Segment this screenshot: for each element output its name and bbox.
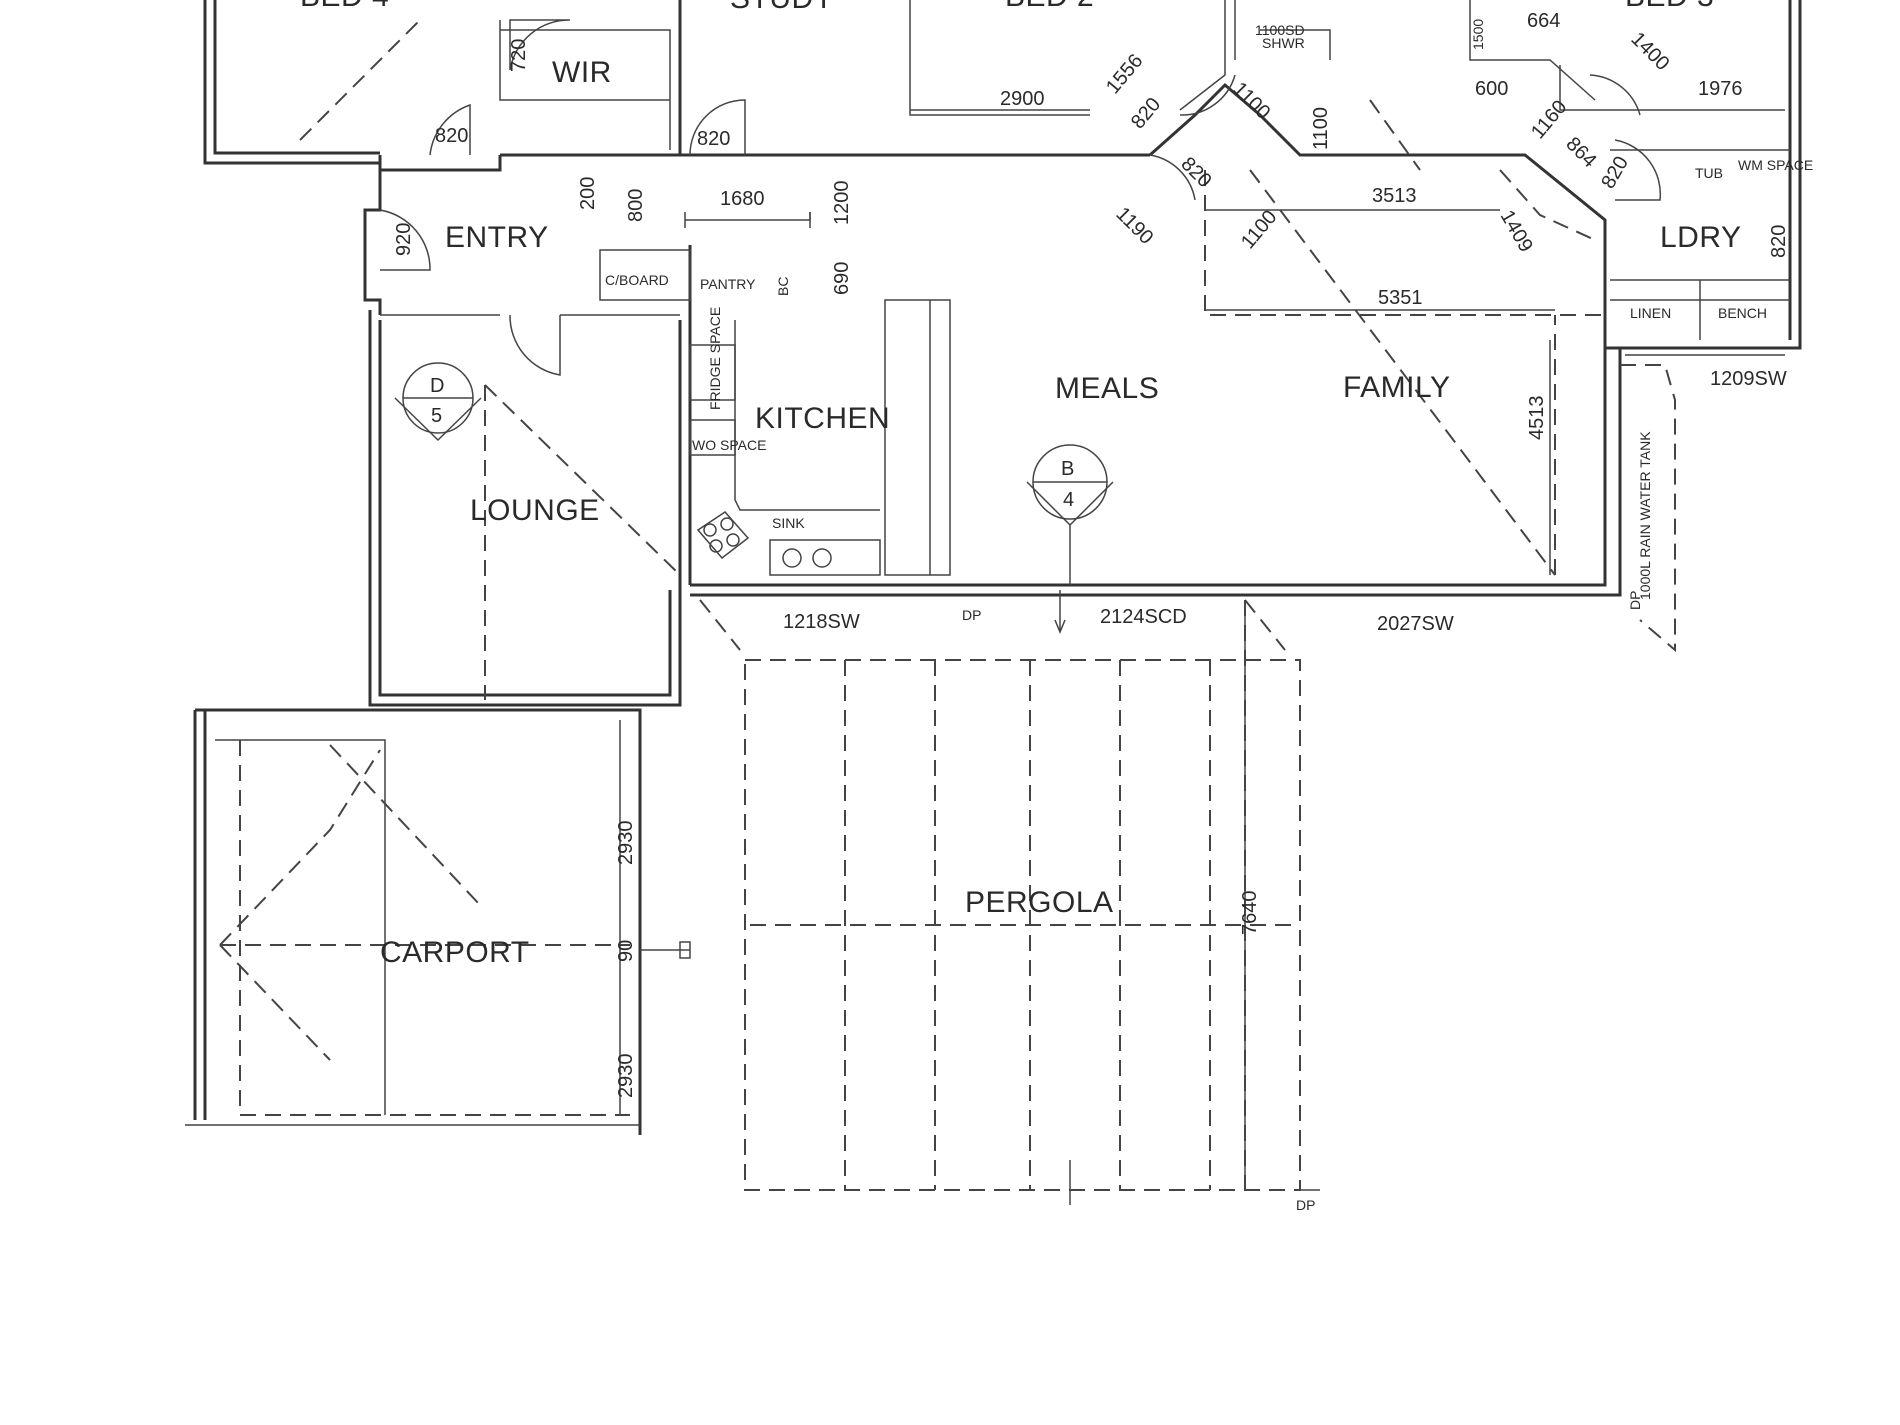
dim-920: 920 [393, 223, 415, 256]
room-label-study: STUDY [730, 0, 834, 15]
room-label-bed2: BED 2 [1005, 0, 1094, 13]
pergola [744, 590, 1320, 1205]
dimension-lines [619, 109, 1785, 1190]
room-label-pantry: PANTRY [700, 276, 756, 292]
room-label-tub: TUB [1695, 165, 1723, 181]
marker-d-letter: D [430, 375, 444, 397]
room-label-wm: WM SPACE [1738, 157, 1813, 173]
dim-720: 720 [508, 39, 530, 72]
section-marker-b [1026, 444, 1114, 585]
dim-820-bed4: 820 [435, 125, 468, 147]
dim-1190: 1190 [1111, 203, 1157, 249]
dim-800: 800 [625, 189, 647, 222]
room-label-ldry: LDRY [1660, 221, 1741, 254]
marker-d-number: 5 [431, 405, 442, 427]
dim-1100-c: 1100 [1237, 206, 1282, 253]
dim-820-hall: 820 [1176, 153, 1215, 192]
bedroom-wing-walls [499, 0, 1790, 340]
room-label-bed4: BED 4 [300, 0, 389, 13]
dim-664: 664 [1527, 10, 1560, 32]
door-swings [379, 19, 1662, 376]
dim-820-diag: 820 [1127, 94, 1165, 134]
exterior-walls [203, 0, 1802, 707]
dim-1556: 1556 [1102, 50, 1147, 98]
dim-2930-top: 2930 [615, 821, 637, 866]
dim-1680: 1680 [720, 188, 765, 210]
marker-labels: D 5 B 4 [430, 375, 1074, 511]
room-label-linen: LINEN [1630, 305, 1671, 321]
dim-1976: 1976 [1698, 78, 1743, 100]
room-labels: BED 4 STUDY BED 2 BED 3 WIR SHWR ENTRY C… [300, 0, 1813, 969]
room-label-fridge: FRIDGE SPACE [707, 307, 723, 410]
dim-dp-3: DP [1627, 591, 1643, 610]
dim-90: 90 [615, 940, 637, 962]
dim-820-study: 820 [697, 128, 730, 150]
room-label-kitchen: KITCHEN [755, 402, 890, 435]
room-label-wir: WIR [552, 56, 612, 89]
dim-820-ldry-door: 820 [1768, 225, 1790, 258]
room-label-water-tank: 1000L RAIN WATER TANK [1637, 431, 1653, 600]
dim-1409: 1409 [1496, 207, 1537, 257]
kitchen-fixtures [689, 299, 951, 576]
room-label-sink: SINK [772, 515, 805, 531]
room-label-bed3: BED 3 [1625, 0, 1714, 13]
room-label-bench: BENCH [1718, 305, 1767, 321]
dim-1160: 1160 [1527, 96, 1572, 143]
dim-200: 200 [577, 177, 599, 210]
dim-1500: 1500 [1470, 19, 1486, 50]
dim-1218sw: 1218SW [783, 611, 860, 633]
marker-b-letter: B [1061, 458, 1074, 480]
dim-2124scd: 2124SCD [1100, 606, 1187, 628]
dim-dp-2: DP [1296, 1197, 1315, 1213]
dim-2027sw: 2027SW [1377, 613, 1454, 635]
dim-690: 690 [831, 262, 853, 295]
dim-4513: 4513 [1526, 396, 1548, 441]
dim-1400: 1400 [1626, 28, 1673, 75]
room-label-family: FAMILY [1343, 371, 1450, 404]
room-label-meals: MEALS [1055, 372, 1159, 405]
dim-1209sw: 1209SW [1710, 368, 1787, 390]
dim-1100sd: 1100SD [1255, 22, 1305, 38]
marker-b-number: 4 [1063, 489, 1074, 511]
room-label-carport: CARPORT [380, 936, 530, 969]
dimension-labels: 720 820 820 2900 1556 820 1100 1100 820 … [393, 10, 1790, 1213]
carport [185, 708, 691, 1135]
dashed-overlays [299, 19, 1676, 1195]
room-label-pergola: PERGOLA [965, 886, 1114, 919]
room-label-bc: BC [775, 277, 791, 296]
dim-864: 864 [1561, 133, 1600, 172]
dim-820-ldry: 820 [1597, 153, 1633, 193]
dim-7640: 7640 [1239, 891, 1261, 936]
dim-2930-bottom: 2930 [615, 1054, 637, 1099]
dim-600: 600 [1475, 78, 1508, 100]
section-marker-d [394, 362, 482, 442]
room-label-entry: ENTRY [445, 221, 549, 254]
room-label-lounge: LOUNGE [470, 494, 600, 527]
dim-3513: 3513 [1372, 185, 1417, 207]
dim-1100-a: 1100 [1228, 78, 1274, 124]
room-label-shwr: SHWR [1262, 35, 1305, 51]
dim-2900: 2900 [1000, 88, 1045, 110]
dim-1200: 1200 [831, 181, 853, 226]
room-label-cboard: C/BOARD [605, 272, 669, 288]
dim-5351: 5351 [1378, 287, 1423, 309]
dim-1100-b: 1100 [1310, 107, 1332, 150]
room-label-wo: WO SPACE [692, 437, 766, 453]
dim-dp-1: DP [962, 607, 981, 623]
